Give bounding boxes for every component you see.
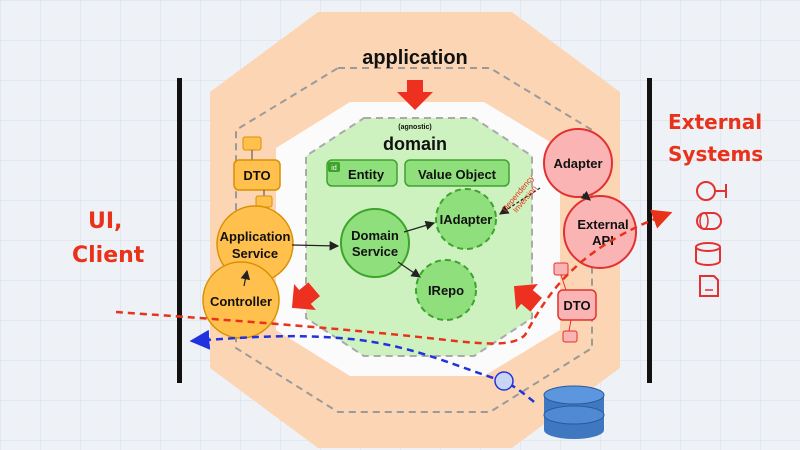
external-systems-label-1: External [668, 110, 762, 134]
dto-left-box [233, 159, 281, 191]
dto-right-label: DTO [563, 298, 590, 313]
domain-subtitle: (agnostic) [398, 124, 431, 131]
irepo-node [415, 259, 477, 321]
irepo-label: IRepo [428, 283, 464, 298]
arrow-inbound-left-icon [291, 282, 320, 311]
api-interface-icon [696, 181, 727, 201]
value-object-box [404, 159, 510, 187]
dto-right-square-top [553, 262, 569, 276]
domain-service-label-1: Domain [351, 228, 399, 243]
iadapter-node [435, 188, 497, 250]
arrow-inbound-right-icon [513, 283, 542, 312]
file-icon [699, 275, 719, 297]
queue-icon [696, 212, 722, 230]
iadapter-label: IAdapter [440, 212, 493, 227]
external-api-label-2: API [592, 233, 614, 248]
id-badge-label: id [331, 165, 337, 172]
dto-right-square-bottom [562, 330, 578, 343]
external-api-label-1: External [577, 217, 628, 232]
controller-to-service-arrow [240, 269, 251, 287]
entity-label: Entity [348, 167, 385, 182]
dto-right-connector-bottom [568, 319, 572, 332]
application-service-label-2: Service [232, 246, 278, 261]
ui-client-label-2: Client [72, 243, 145, 268]
value-object-label: Value Object [418, 167, 497, 182]
dto-square-top [242, 136, 262, 151]
domain-service-label-2: Service [352, 244, 398, 259]
dto-right-box [557, 289, 597, 321]
external-api-node [563, 195, 637, 269]
domain-to-iadapter-arrow [403, 220, 436, 233]
application-title: application [362, 47, 468, 69]
domain-to-irepo-arrow [397, 261, 421, 278]
id-badge [328, 162, 340, 172]
ui-client-label-1: UI, [88, 209, 122, 234]
entity-box [326, 159, 398, 187]
dependency-inversion-arrow [498, 187, 541, 215]
adapter-to-api-arrow [580, 190, 591, 201]
service-to-domain-arrow [291, 241, 340, 251]
storage-icon [695, 242, 721, 266]
external-systems-label-2: Systems [668, 142, 763, 166]
database-icon [543, 385, 605, 439]
dto-square-bottom [255, 195, 273, 208]
flow-node-circle [494, 371, 514, 391]
domain-service-node [340, 208, 410, 278]
arrow-down-icon [397, 80, 433, 110]
domain-title: domain [383, 134, 447, 154]
right-boundary-bar [647, 78, 652, 383]
adapter-node [543, 128, 613, 198]
application-service-label-1: Application [220, 229, 291, 244]
adapter-label: Adapter [553, 156, 602, 171]
controller-label: Controller [210, 294, 272, 309]
left-boundary-bar [177, 78, 182, 383]
dto-right-connector-top [560, 274, 567, 291]
dto-left-label: DTO [243, 168, 270, 183]
